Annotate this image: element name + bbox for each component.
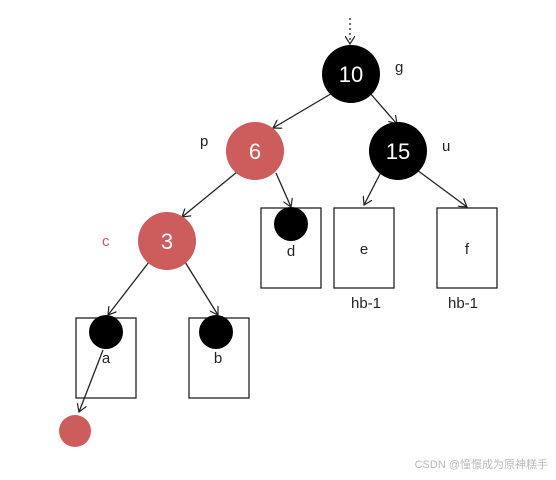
node-c [138, 212, 196, 270]
node-c-value: 3 [161, 229, 173, 254]
edge-g-p [273, 91, 335, 128]
edge-u-f [416, 169, 467, 207]
subtree-box-e [333, 207, 395, 289]
subtree-label-b: b [214, 350, 222, 367]
black-dot-a [89, 315, 123, 349]
new-red-node [59, 415, 91, 447]
edge-a-new [79, 349, 104, 412]
height-label-f: hb-1 [448, 295, 478, 312]
node-u-value: 15 [386, 139, 410, 164]
subtree-label-a: a [102, 350, 111, 367]
node-p [226, 122, 284, 180]
subtree-label-e: e [360, 241, 368, 258]
node-g-tag: g [395, 59, 403, 76]
watermark: CSDN @憧憬成为原神糕手 [414, 459, 548, 471]
height-label-e: hb-1 [351, 295, 381, 312]
node-p-tag: p [200, 133, 208, 150]
subtree-label-d: d [287, 243, 295, 260]
node-u-tag: u [442, 138, 450, 155]
edge-p-d [275, 172, 291, 207]
node-g [322, 45, 380, 103]
node-g-value: 10 [339, 62, 363, 87]
edge-c-a [108, 261, 150, 315]
node-c-tag: c [102, 233, 110, 250]
edge-c-b [184, 261, 218, 315]
node-p-value: 6 [249, 139, 261, 164]
subtree-label-f: f [465, 241, 470, 258]
node-u [369, 122, 427, 180]
edge-p-c [182, 171, 238, 217]
edge-g-u [368, 91, 397, 124]
edge-u-e [364, 171, 382, 205]
subtree-box-f [436, 207, 498, 289]
black-dot-b [199, 315, 233, 349]
black-dot-d [274, 207, 308, 241]
